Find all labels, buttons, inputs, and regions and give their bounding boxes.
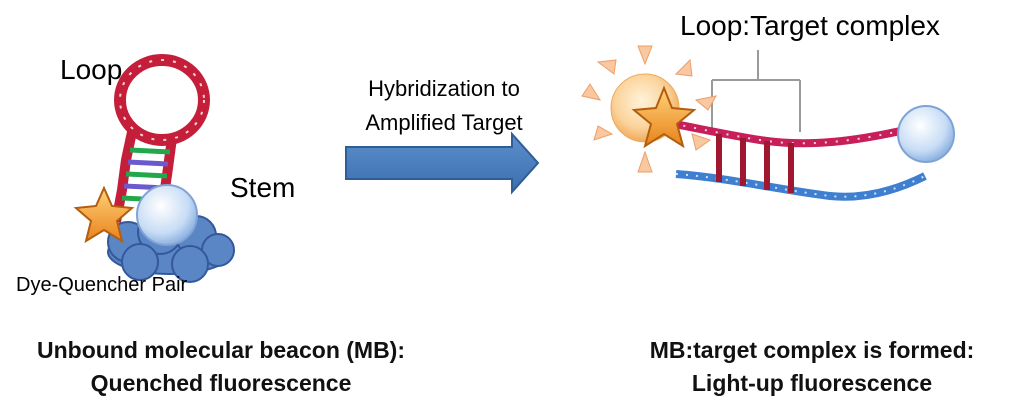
- caption-unbound-line2: Quenched fluorescence: [90, 370, 352, 396]
- caption-unbound-line1: Unbound molecular beacon (MB):: [37, 337, 405, 363]
- light-rays: [581, 45, 717, 173]
- glowing-dye: [581, 45, 717, 173]
- dye-quencher-pair-label: Dye-Quencher Pair: [16, 274, 188, 296]
- complex-label: Loop:Target complex: [680, 10, 940, 41]
- arrow-label: Hybridization to Amplified Target: [326, 72, 562, 140]
- caption-complex: MB:target complex is formed: Light-up fl…: [600, 334, 1024, 400]
- complex-bracket: [711, 50, 801, 132]
- target-complex: [581, 45, 955, 201]
- molecular-beacon: [73, 54, 235, 283]
- quencher-sphere: [136, 184, 198, 246]
- complex-quencher-sphere: [897, 105, 955, 163]
- target-strand: [675, 170, 927, 201]
- complex-dye-star: [631, 85, 697, 149]
- arrow-label-line1: Hybridization to: [368, 76, 520, 101]
- caption-complex-line1: MB:target complex is formed:: [649, 337, 975, 363]
- base-pairs: [716, 134, 794, 193]
- caption-complex-line2: Light-up fluorescence: [691, 370, 933, 396]
- caption-unbound: Unbound molecular beacon (MB): Quenched …: [0, 334, 442, 400]
- stem-label: Stem: [230, 172, 296, 203]
- hybridization-arrow: [345, 131, 540, 195]
- loop-label: Loop: [60, 54, 123, 85]
- arrow-label-line2: Amplified Target: [365, 110, 523, 135]
- dye-star: [73, 185, 135, 244]
